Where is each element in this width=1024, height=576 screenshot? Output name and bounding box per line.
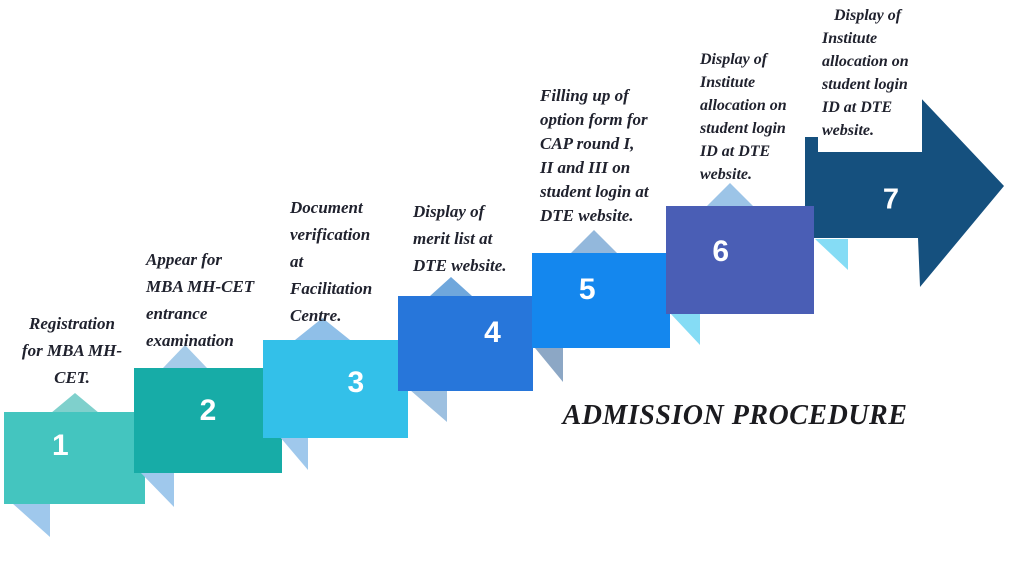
step-7-number: 7	[882, 183, 900, 216]
triangle-down-icon	[410, 390, 447, 422]
step-2-number: 2	[199, 394, 217, 428]
triangle-up-icon	[51, 393, 99, 413]
step-7-label: Display of Institute allocation on stude…	[818, 0, 922, 152]
step-6-box: 6	[666, 206, 814, 314]
triangle-up-icon	[430, 277, 472, 296]
step-1-label: Registration for MBA MH- CET.	[21, 314, 123, 387]
triangle-up-icon	[707, 183, 753, 206]
step-3-box: 3	[263, 340, 408, 438]
step-2-label: Appear for MBA MH-CET entrance examinati…	[146, 250, 255, 350]
step-6-number: 6	[712, 235, 730, 269]
triangle-down-icon	[670, 313, 700, 345]
triangle-down-icon	[815, 239, 848, 270]
triangle-down-icon	[140, 472, 174, 507]
triangle-down-icon	[280, 437, 308, 470]
triangle-down-icon	[535, 348, 563, 382]
step-4-box: 4	[398, 296, 533, 391]
step-4-number: 4	[484, 316, 501, 350]
step-5-number: 5	[578, 273, 596, 307]
step-5-label: Filling up of option form for CAP round …	[540, 86, 649, 225]
step-2-box: 2	[134, 368, 282, 473]
diagram-title: ADMISSION PROCEDURE	[562, 400, 908, 431]
step-4-label: Display of merit list at DTE website.	[413, 202, 507, 275]
triangle-up-icon	[571, 230, 617, 253]
step-3-label: Document verification at Facilitation Ce…	[290, 198, 373, 325]
step-5-box: 5	[532, 253, 670, 348]
step-1-box: 1	[4, 412, 145, 504]
step-6-label: Display of Institute allocation on stude…	[700, 51, 787, 183]
step-1-number: 1	[52, 429, 69, 463]
step-3-number: 3	[347, 366, 365, 400]
triangle-down-icon	[12, 503, 50, 537]
